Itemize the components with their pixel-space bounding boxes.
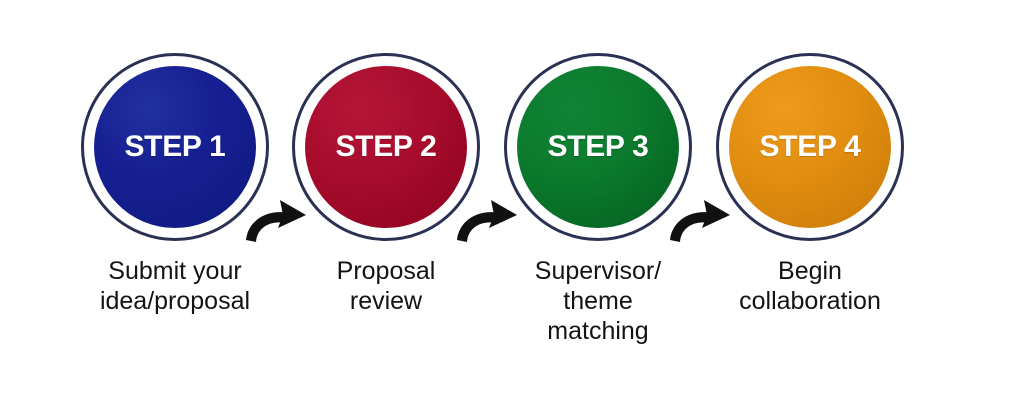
step-1-caption: Submit your idea/proposal <box>60 256 290 316</box>
step-4-caption: Begin collaboration <box>695 256 925 316</box>
step-3-caption-line-2: theme <box>563 287 633 315</box>
step-3-caption-line-3: matching <box>547 317 649 345</box>
step-1-caption-line-1: Submit your <box>108 257 242 285</box>
step-4-caption-line-1: Begin <box>778 257 842 285</box>
step-4-disk: STEP 4 <box>729 66 891 228</box>
step-1-circle[interactable]: STEP 1 <box>81 53 269 241</box>
curved-arrow-right-icon <box>457 200 517 242</box>
step-1-badge-label: STEP 1 <box>124 130 226 163</box>
step-3-caption: Supervisor/ theme matching <box>483 256 713 346</box>
step-2-caption-line-2: review <box>349 287 423 315</box>
step-3-circle[interactable]: STEP 3 <box>504 53 692 241</box>
curved-arrow-right-icon <box>246 200 306 242</box>
connector-arrow-2 <box>453 196 529 248</box>
step-2-badge-label: STEP 2 <box>335 130 437 163</box>
curved-arrow-right-icon <box>670 200 730 242</box>
step-4: STEP 4 Begin collaboration <box>695 0 925 403</box>
step-4-caption-line-2: collaboration <box>739 287 881 315</box>
step-2-disk: STEP 2 <box>305 66 467 228</box>
step-2: STEP 2 Proposal review <box>271 0 501 403</box>
step-3-caption-line-1: Supervisor/ <box>534 257 662 285</box>
step-4-circle[interactable]: STEP 4 <box>716 53 904 241</box>
step-3: STEP 3 Supervisor/ theme matching <box>483 0 713 403</box>
step-1: STEP 1 Submit your idea/proposal <box>60 0 290 403</box>
connector-arrow-3 <box>666 196 742 248</box>
connector-arrow-1 <box>242 196 318 248</box>
step-4-badge-label: STEP 4 <box>759 130 861 163</box>
step-1-caption-line-2: idea/proposal <box>99 287 251 315</box>
step-1-disk: STEP 1 <box>94 66 256 228</box>
step-2-caption-line-1: Proposal <box>336 257 436 285</box>
step-2-circle[interactable]: STEP 2 <box>292 53 480 241</box>
step-2-caption: Proposal review <box>271 256 501 316</box>
step-3-badge-label: STEP 3 <box>547 130 649 163</box>
step-3-disk: STEP 3 <box>517 66 679 228</box>
